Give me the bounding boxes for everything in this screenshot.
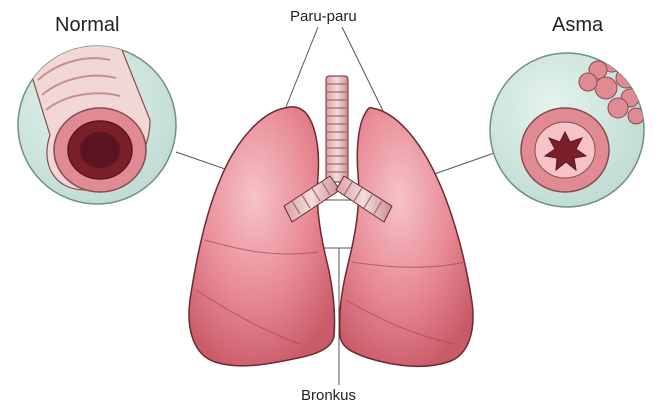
lungs-label: Paru-paru xyxy=(290,8,357,25)
leader-line-lungs-right xyxy=(342,27,386,117)
normal-airway-icon xyxy=(18,38,176,204)
left-lung xyxy=(189,107,335,366)
bronchus-label: Bronkus xyxy=(301,387,356,404)
lungs-icon xyxy=(189,76,473,366)
normal-label: Normal xyxy=(55,14,119,37)
inflamed-airway-icon xyxy=(490,52,644,207)
asthma-label: Asma xyxy=(552,14,603,37)
right-lung xyxy=(340,108,473,367)
leader-line-lungs-left xyxy=(282,27,318,117)
